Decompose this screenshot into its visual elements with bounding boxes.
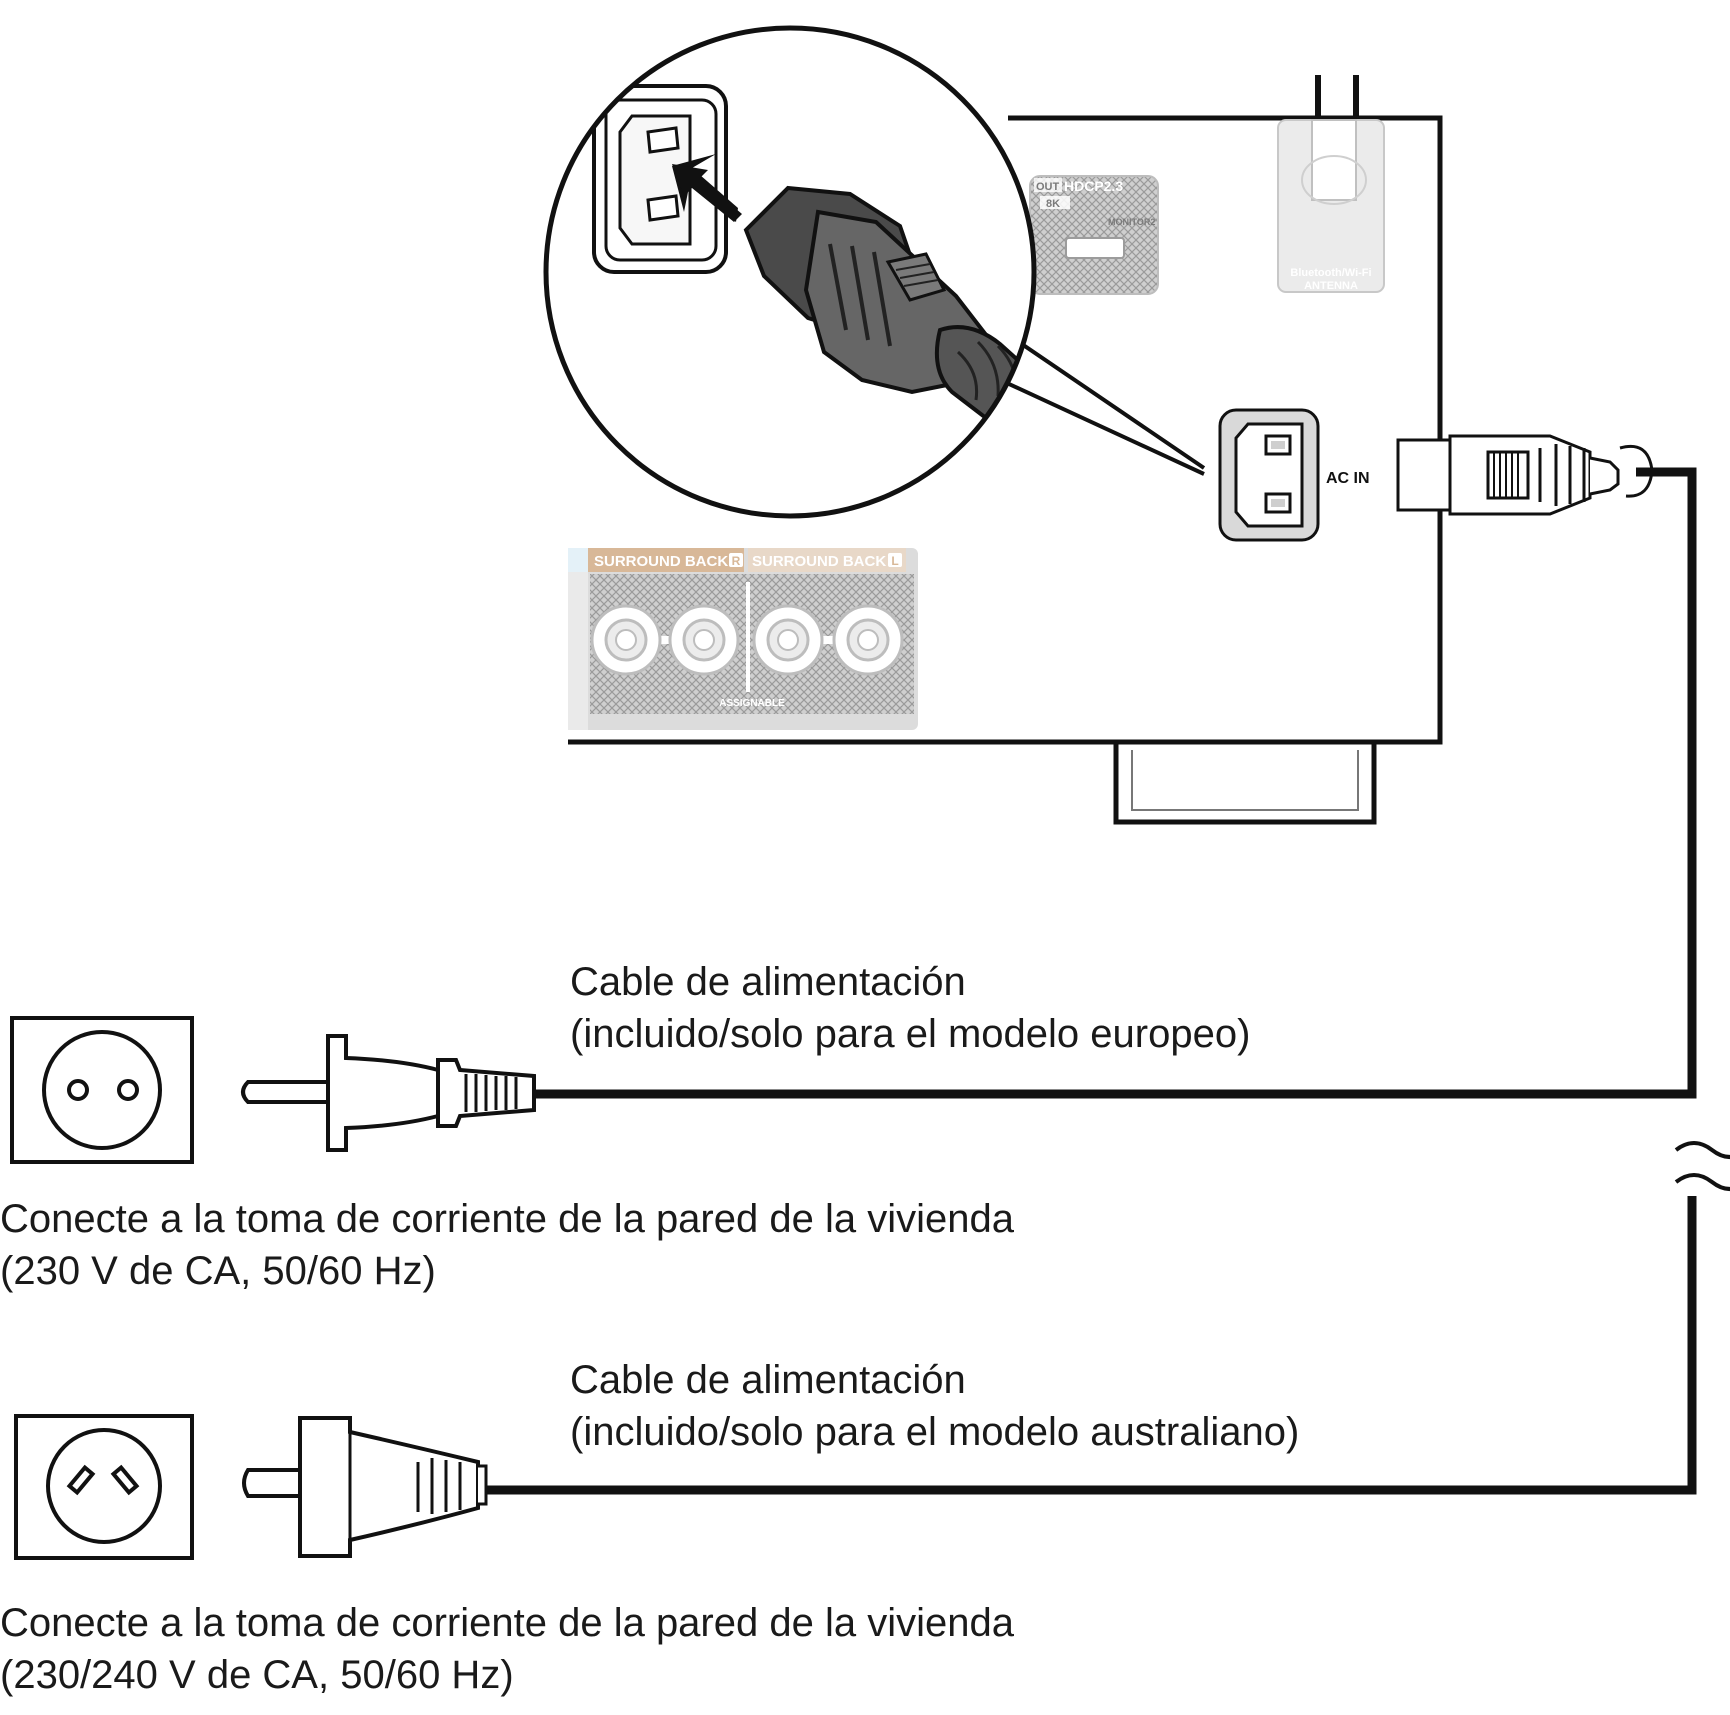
au-outlet-caption-line1: Conecte a la toma de corriente de la par… [0,1601,1015,1645]
eu-outlet-caption-line1: Conecte a la toma de corriente de la par… [0,1197,1015,1241]
speaker-terminal-icon [590,604,662,676]
eu-plug-icon [241,1034,536,1152]
antenna-connector-icon [1311,119,1357,201]
surround-back-r-badge: R [732,554,741,568]
speaker-terminal-icon [668,604,740,676]
socket-hole-icon [67,1079,89,1101]
au-cable-caption-line1: Cable de alimentación [570,1358,966,1402]
eightk-label: 8K [1046,198,1060,210]
eu-cable-caption-line1: Cable de alimentación [570,960,966,1004]
antenna-block: Bluetooth/Wi-Fi ANTENNA [1277,119,1385,293]
ac-inlet: AC IN [1218,408,1370,542]
socket-hole-icon [117,1079,139,1101]
surround-back-r-tag [588,548,744,572]
au-outlet-caption-line2: (230/240 V de CA, 50/60 Hz) [0,1653,514,1697]
socket-slot-icon [66,1464,96,1496]
insert-arrow-icon [672,154,742,222]
power-cord-route [484,467,1730,1495]
surround-back-l-tag [748,548,906,572]
hdmi-output-block: OUT HDCP2.3 8K MONITOR2 [1029,175,1159,295]
surround-back-l-badge: L [891,554,898,568]
hdmi-port-icon [1065,237,1125,259]
hdmi-out-label: OUT [1036,181,1060,193]
au-wall-outlet [14,1414,194,1560]
surround-back-l-label: SURROUND BACK [752,553,886,570]
socket-slot-icon [110,1464,140,1496]
speaker-terminal-icon [752,604,824,676]
eu-cable-caption-line2: (incluido/solo para el modelo europeo) [570,1012,1250,1056]
assignable-label: ASSIGNABLE [719,698,785,709]
iec-plug-side-view [1396,434,1654,516]
antenna-label-line2: ANTENNA [1304,280,1358,292]
monitor-label: MONITOR2 [1108,217,1155,227]
iec-receptacle-icon [592,84,728,274]
zoom-callout [543,25,1206,519]
eu-wall-outlet [10,1016,194,1164]
speaker-terminal-icon [832,604,904,676]
eu-outlet-caption-line2: (230 V de CA, 50/60 Hz) [0,1249,436,1293]
au-plug-icon [242,1416,488,1558]
ac-in-label: AC IN [1326,470,1370,487]
hdcp-label: HDCP2.3 [1064,178,1123,194]
surround-back-r-label: SURROUND BACK [594,553,728,570]
au-cable-caption-line2: (incluido/solo para el modelo australian… [570,1410,1299,1454]
iec-plug-icon [743,185,1032,421]
receiver-rear-panel: OUT HDCP2.3 8K MONITOR2 Bluetooth/Wi-Fi … [568,75,1654,825]
speaker-terminal-block: SURROUND BACK R SURROUND BACK L [568,548,918,730]
antenna-label-line1: Bluetooth/Wi-Fi [1290,267,1371,279]
